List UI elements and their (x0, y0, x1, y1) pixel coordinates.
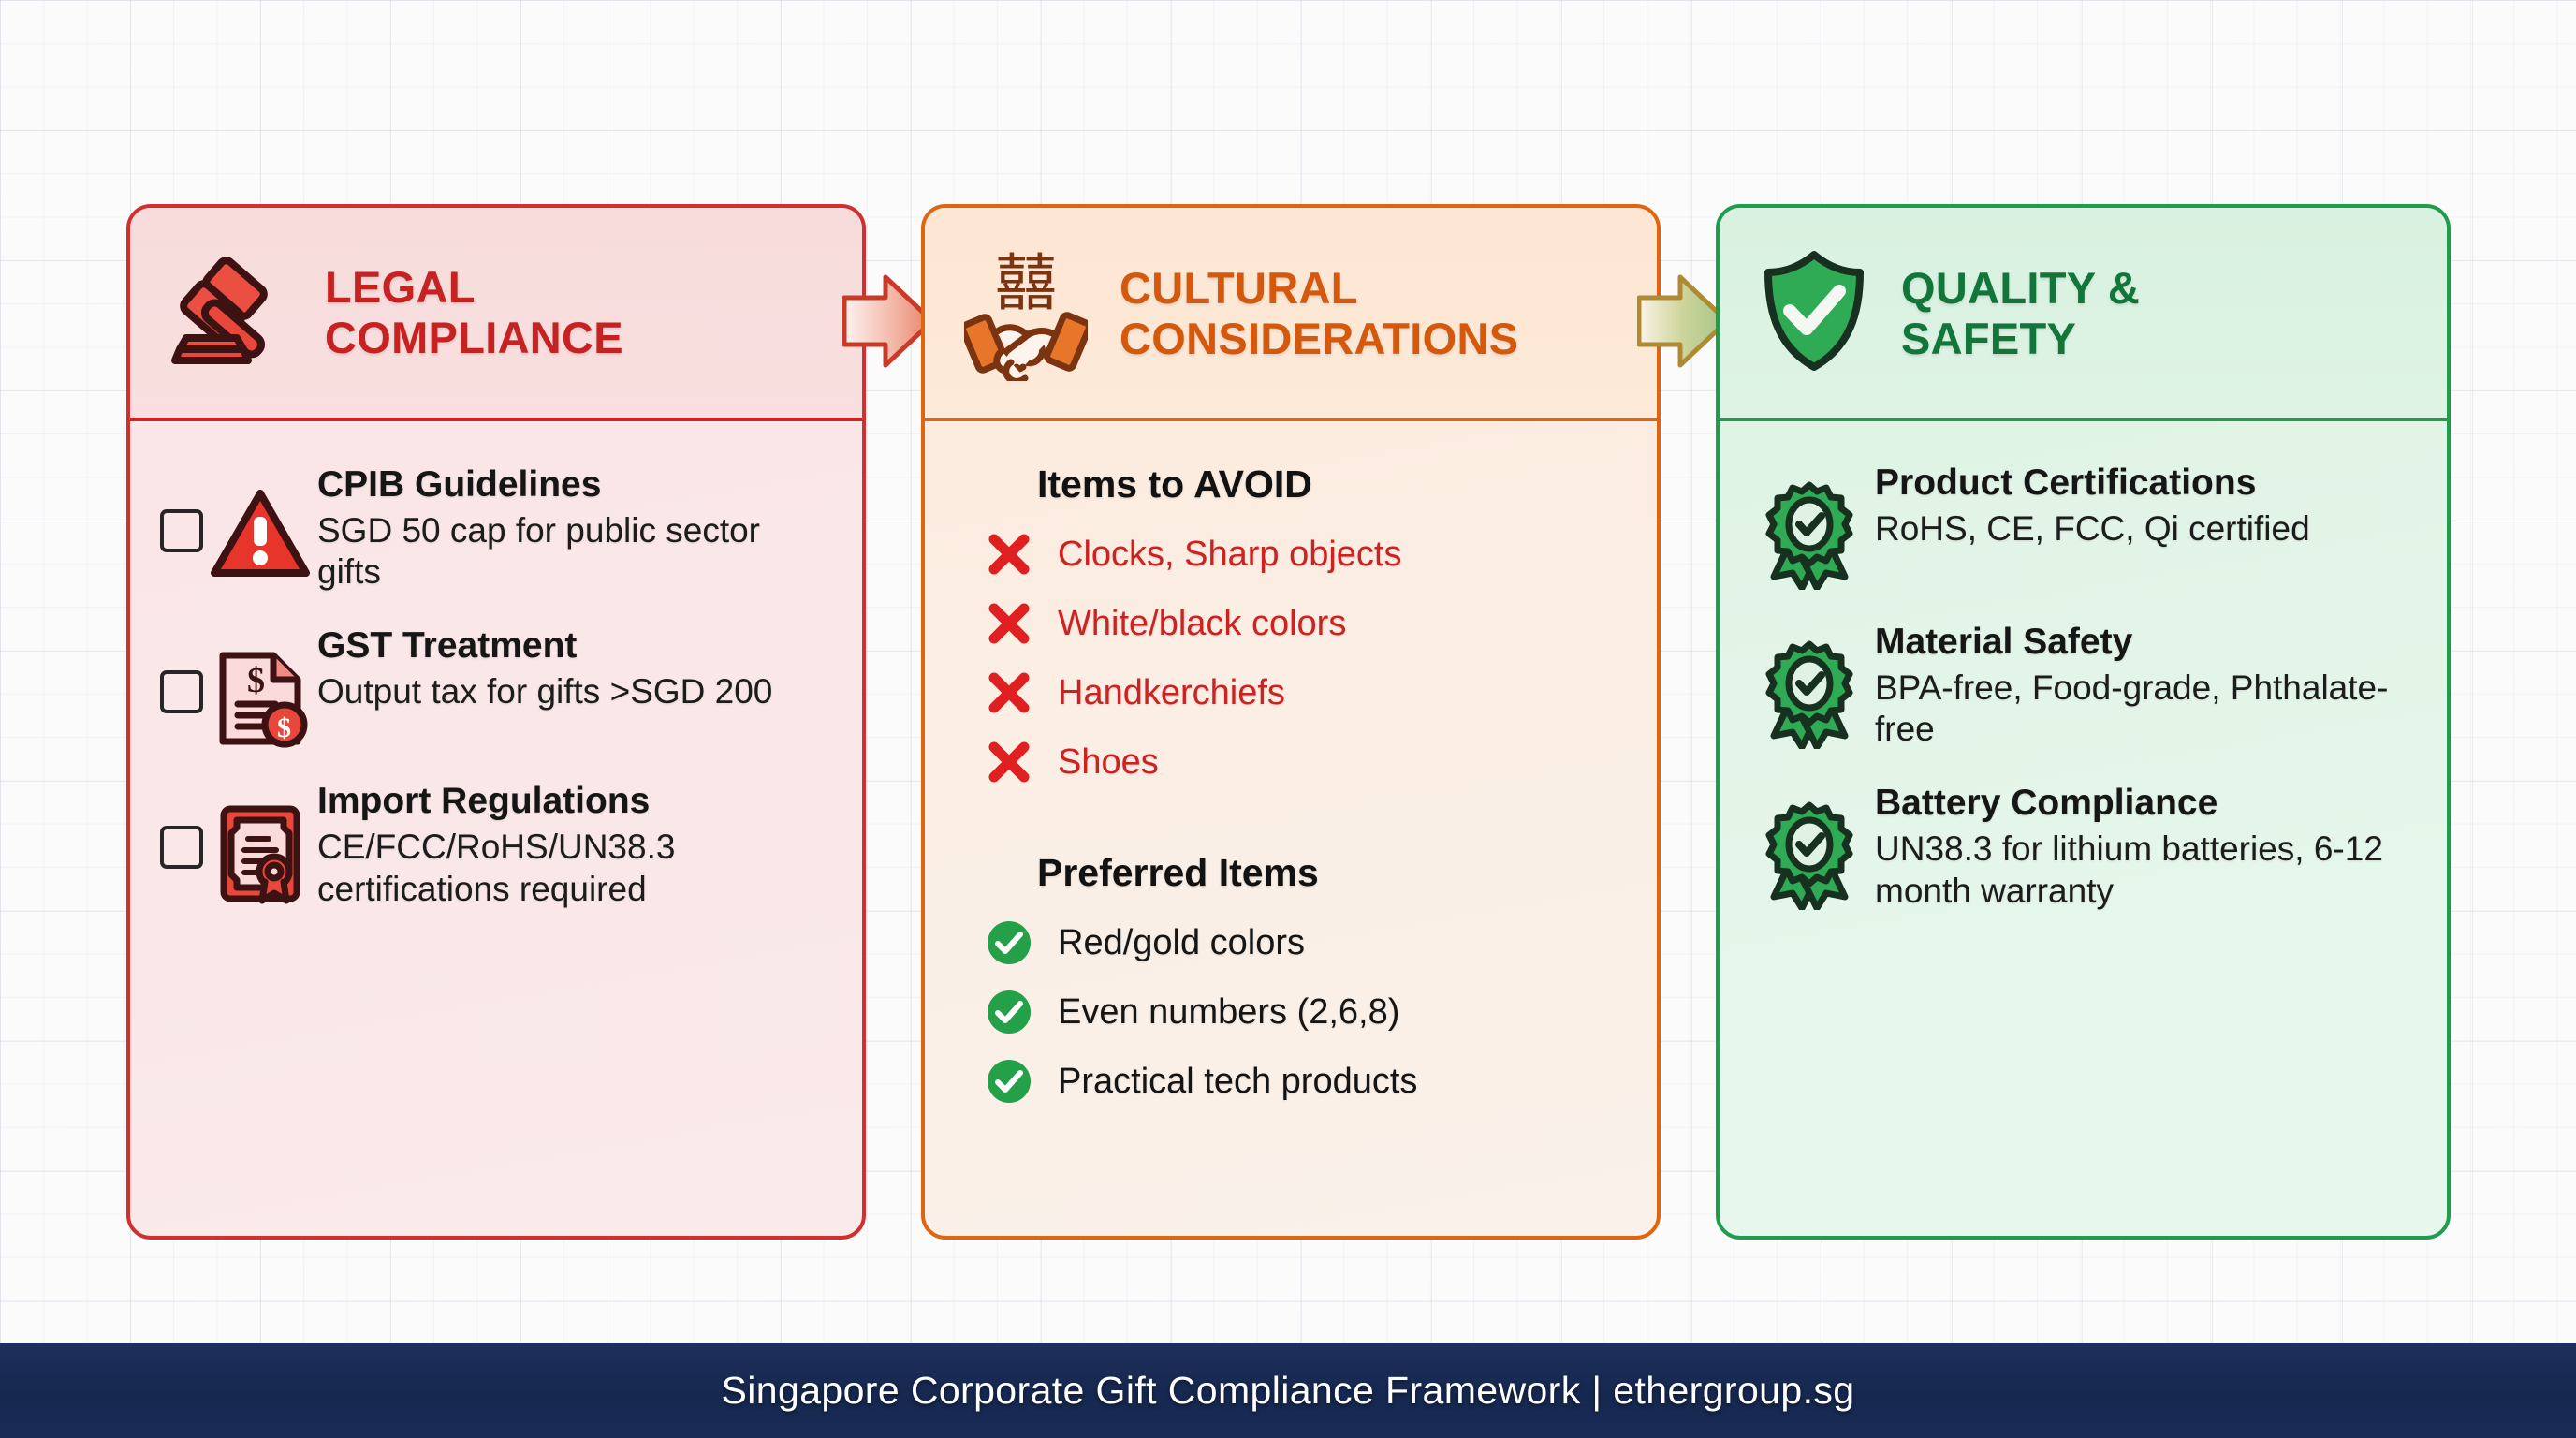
green-check-circle-icon (983, 1058, 1035, 1105)
avoid-item-label: Clocks, Sharp objects (1058, 534, 1402, 574)
arrow-cultural-to-quality (1636, 270, 1731, 377)
arrow-legal-to-cultural (842, 270, 936, 377)
item-title: GST Treatment (317, 625, 578, 667)
svg-text:$: $ (277, 712, 291, 743)
svg-text:$: $ (247, 661, 265, 700)
panel-legal-compliance: LEGAL COMPLIANCE CPIB Guidelines SGD 50 … (126, 204, 866, 1240)
item-description: SGD 50 cap for public sector gifts (317, 510, 760, 592)
panel-legal-header: LEGAL COMPLIANCE (130, 208, 862, 421)
red-x-icon (983, 602, 1035, 645)
list-item: $ $ GST Treatment Output tax for gifts >… (160, 624, 825, 749)
handshake-double-happiness-icon: 囍 (959, 241, 1092, 386)
invoice-dollar-icon: $ $ (203, 648, 317, 749)
item-title: Material Safety (1875, 622, 2133, 662)
warning-triangle-icon (203, 487, 317, 580)
list-item: White/black colors (955, 593, 1619, 654)
panel-legal-title: LEGAL COMPLIANCE (325, 262, 623, 362)
red-x-icon (983, 533, 1035, 576)
list-item: Clocks, Sharp objects (955, 523, 1619, 585)
item-title: Battery Compliance (1875, 783, 2218, 824)
list-item: Import Regulations CE/FCC/RoHS/UN38.3 ce… (160, 779, 825, 910)
list-item: Practical tech products (955, 1050, 1619, 1112)
list-item: Handkerchiefs (955, 662, 1619, 724)
avoid-item-label: Handkerchiefs (1058, 672, 1285, 712)
list-item: Shoes (955, 731, 1619, 793)
award-rosette-check-icon (1749, 481, 1869, 590)
shield-check-icon (1759, 249, 1869, 377)
item-title: Import Regulations (317, 781, 651, 822)
avoid-item-label: White/black colors (1058, 603, 1347, 643)
green-check-circle-icon (983, 989, 1035, 1035)
panel-quality-body: Product Certifications RoHS, CE, FCC, Qi… (1720, 421, 2447, 912)
checkbox-gst-treatment[interactable] (160, 670, 203, 714)
list-item: Product Certifications RoHS, CE, FCC, Qi… (1749, 462, 2409, 590)
avoid-heading: Items to AVOID (1037, 462, 1312, 506)
list-item: Material Safety BPA-free, Food-grade, Ph… (1749, 622, 2409, 751)
panel-quality-and-safety: QUALITY & SAFETY (1716, 204, 2451, 1240)
section-spacer (955, 800, 1619, 851)
item-description: RoHS, CE, FCC, Qi certified (1875, 508, 2310, 548)
award-rosette-check-icon (1749, 640, 1869, 749)
green-check-circle-icon (983, 919, 1035, 966)
panel-cultural-considerations: 囍 CULTURAL CONSIDERATIONS Items to AV (921, 204, 1661, 1240)
preferred-heading: Preferred Items (1037, 851, 1319, 894)
double-happiness-glyph: 囍 (995, 247, 1057, 319)
panel-cultural-header: 囍 CULTURAL CONSIDERATIONS (925, 208, 1657, 421)
item-title: Product Certifications (1875, 462, 2257, 503)
list-item: Red/gold colors (955, 912, 1619, 974)
list-item: Even numbers (2,6,8) (955, 981, 1619, 1043)
list-item: Battery Compliance UN38.3 for lithium ba… (1749, 783, 2409, 912)
footer-bar: Singapore Corporate Gift Compliance Fram… (0, 1343, 2576, 1438)
red-x-icon (983, 671, 1035, 714)
list-item: CPIB Guidelines SGD 50 cap for public se… (160, 462, 825, 594)
preferred-item-label: Red/gold colors (1058, 922, 1306, 962)
item-title: CPIB Guidelines (317, 464, 602, 505)
item-description: UN38.3 for lithium batteries, 6-12 month… (1875, 829, 2383, 910)
preferred-item-label: Even numbers (2,6,8) (1058, 991, 1400, 1032)
checkbox-import-regulations[interactable] (160, 826, 203, 870)
panel-quality-title: QUALITY & SAFETY (1901, 262, 2141, 363)
red-x-icon (983, 741, 1035, 784)
panel-cultural-title: CULTURAL CONSIDERATIONS (1120, 262, 1519, 363)
item-description: CE/FCC/RoHS/UN38.3 certifications requir… (317, 827, 676, 908)
checkbox-cpib-guidelines[interactable] (160, 509, 203, 552)
gavel-icon (169, 256, 293, 371)
award-rosette-check-icon (1749, 801, 1869, 911)
item-description: Output tax for gifts >SGD 200 (317, 671, 773, 711)
panel-legal-body: CPIB Guidelines SGD 50 cap for public se… (130, 421, 862, 910)
item-description: BPA-free, Food-grade, Phthalate-free (1875, 668, 2389, 749)
preferred-item-label: Practical tech products (1058, 1061, 1418, 1101)
footer-caption: Singapore Corporate Gift Compliance Fram… (721, 1368, 1855, 1412)
panel-cultural-body: Items to AVOID Clocks, Sharp objects Whi… (925, 421, 1657, 1112)
panel-quality-header: QUALITY & SAFETY (1720, 208, 2447, 421)
certificate-seal-icon (203, 803, 317, 904)
avoid-item-label: Shoes (1058, 741, 1159, 782)
